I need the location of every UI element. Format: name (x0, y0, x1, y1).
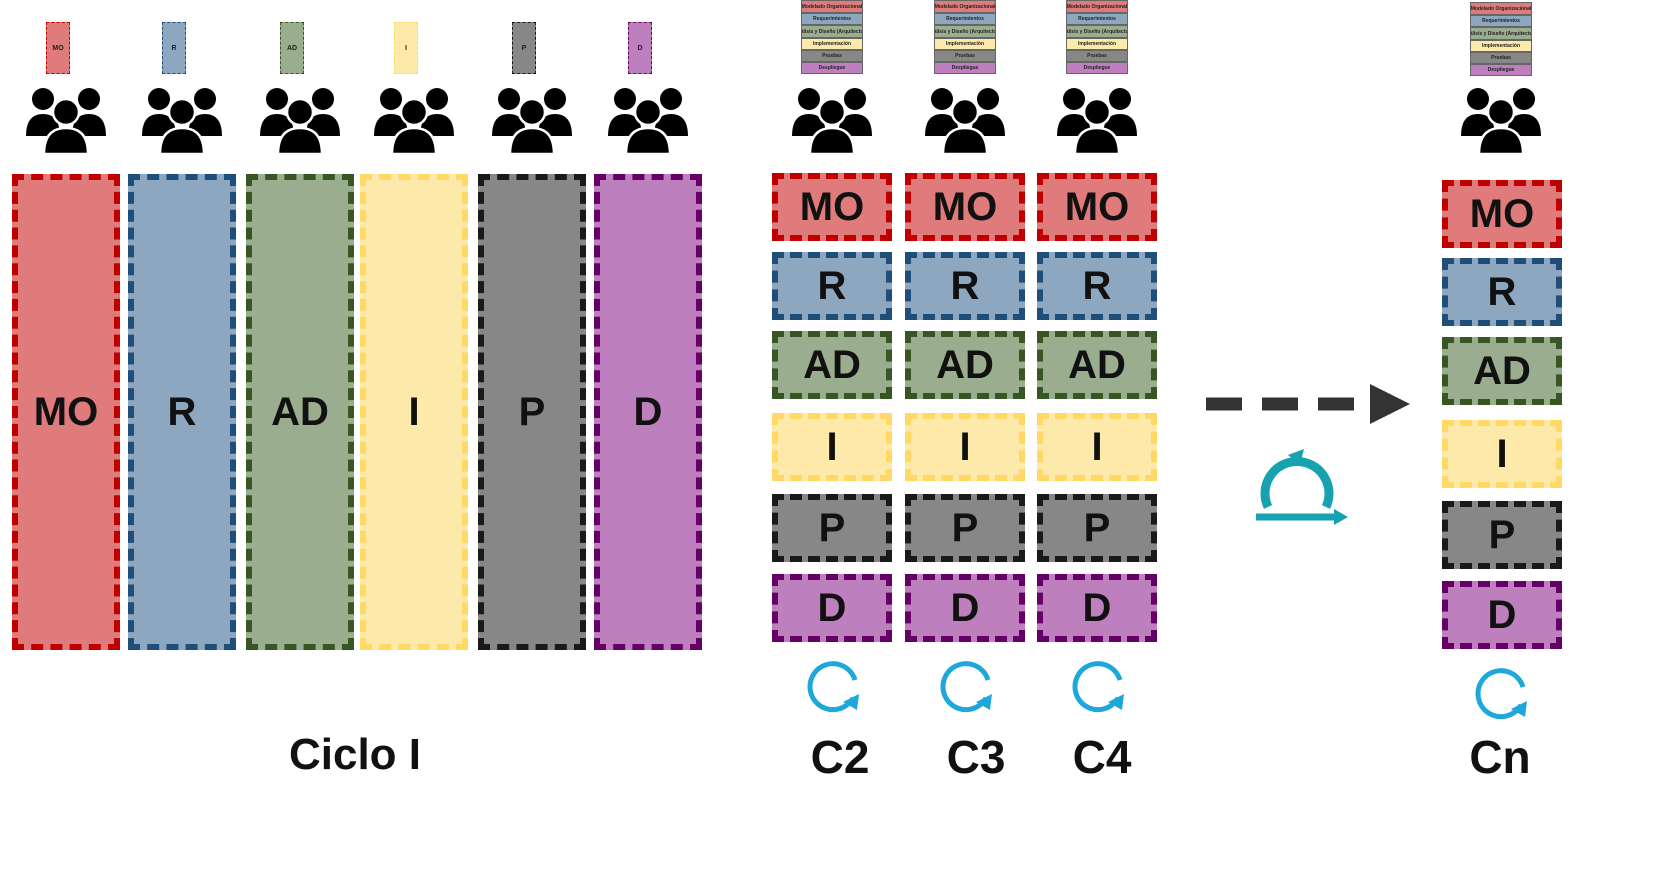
stack-row-ad: Análisis y Diseño (Arquitectura) (801, 25, 863, 38)
stack-row-mo: Modelado Organizacional (1066, 0, 1128, 13)
stack-row-r: Requerimientos (934, 13, 996, 25)
phase-box-c3-mo: MO (905, 173, 1025, 241)
team-icon-mo (26, 84, 106, 154)
stack-row-d: Despliegue (934, 62, 996, 74)
phase-box-c3-ad: AD (905, 331, 1025, 399)
team-icon-d (608, 84, 688, 154)
cycle-cn-label: Cn (1469, 731, 1531, 783)
cycle-c3-label: C3 (946, 731, 1006, 783)
stack-row-ad: Análisis y Diseño (Arquitectura) (1066, 25, 1128, 38)
phase-box-cn-r: R (1442, 258, 1562, 326)
phase-box-c2-r: R (772, 252, 892, 320)
team-icon-i (374, 84, 454, 154)
stack-row-i: Implementación (1470, 40, 1532, 52)
phase-box-cn-i: I (1442, 420, 1562, 488)
stack-row-ad: Análisis y Diseño (Arquitectura) (1470, 27, 1532, 40)
stack-row-mo: Modelado Organizacional (934, 0, 996, 13)
phase-column-ad: AD (246, 174, 354, 650)
phase-column-mo: MO (12, 174, 120, 650)
stack-row-i: Implementación (1066, 38, 1128, 50)
stack-row-d: Despliegue (801, 62, 863, 74)
cycle-c4-label: C4 (1072, 731, 1132, 783)
cycle-icon-cn (1473, 665, 1533, 725)
stack-row-p: Pruebas (1470, 52, 1532, 64)
agile-loop-icon (1256, 449, 1348, 525)
stack-row-p: Pruebas (1066, 50, 1128, 62)
mini-phase-tag-ad: AD (280, 22, 304, 74)
stack-row-r: Requerimientos (801, 13, 863, 25)
phase-box-c4-mo: MO (1037, 173, 1157, 241)
stack-row-ad: Análisis y Diseño (Arquitectura) (934, 25, 996, 38)
stack-row-d: Despliegue (1470, 64, 1532, 76)
phase-box-c4-i: I (1037, 413, 1157, 481)
phase-box-c2-mo: MO (772, 173, 892, 241)
stack-row-r: Requerimientos (1470, 15, 1532, 27)
cycle-icon-c4 (1070, 658, 1130, 718)
team-icon-ad (260, 84, 340, 154)
phase-box-c4-r: R (1037, 252, 1157, 320)
stack-row-p: Pruebas (801, 50, 863, 62)
phase-column-p: P (478, 174, 586, 650)
phase-box-c3-p: P (905, 494, 1025, 562)
phase-box-c2-ad: AD (772, 331, 892, 399)
mini-phase-tag-mo: MO (46, 22, 70, 74)
stack-row-d: Despliegue (1066, 62, 1128, 74)
phase-box-c4-d: D (1037, 574, 1157, 642)
phase-column-r: R (128, 174, 236, 650)
phase-box-c2-p: P (772, 494, 892, 562)
phase-box-cn-ad: AD (1442, 337, 1562, 405)
mini-phase-tag-r: R (162, 22, 186, 74)
phase-stack-cn: Modelado OrganizacionalRequerimientosAná… (1470, 2, 1532, 76)
phase-stack-c3: Modelado OrganizacionalRequerimientosAná… (934, 0, 996, 74)
mini-phase-tag-i: I (394, 22, 418, 74)
stack-row-p: Pruebas (934, 50, 996, 62)
team-icon-p (492, 84, 572, 154)
phase-box-c2-d: D (772, 574, 892, 642)
phase-stack-c4: Modelado OrganizacionalRequerimientosAná… (1066, 0, 1128, 74)
phase-box-cn-mo: MO (1442, 180, 1562, 248)
stack-row-mo: Modelado Organizacional (1470, 2, 1532, 15)
ciclo-1-label: Ciclo I (288, 730, 422, 779)
stack-row-i: Implementación (934, 38, 996, 50)
team-icon-r (142, 84, 222, 154)
phase-box-c3-d: D (905, 574, 1025, 642)
team-icon-c4 (1057, 84, 1137, 154)
phase-box-c3-r: R (905, 252, 1025, 320)
cycle-icon-c2 (805, 658, 865, 718)
stack-row-mo: Modelado Organizacional (801, 0, 863, 13)
phase-box-c4-p: P (1037, 494, 1157, 562)
stack-row-i: Implementación (801, 38, 863, 50)
phase-stack-c2: Modelado OrganizacionalRequerimientosAná… (801, 0, 863, 74)
cycle-c2-label: C2 (810, 731, 870, 783)
mini-phase-tag-p: P (512, 22, 536, 74)
phase-column-d: D (594, 174, 702, 650)
phase-column-i: I (360, 174, 468, 650)
team-icon-c3 (925, 84, 1005, 154)
phase-box-c4-ad: AD (1037, 331, 1157, 399)
phase-box-c2-i: I (772, 413, 892, 481)
phase-box-cn-p: P (1442, 501, 1562, 569)
mini-phase-tag-d: D (628, 22, 652, 74)
team-icon-c2 (792, 84, 872, 154)
phase-box-c3-i: I (905, 413, 1025, 481)
stack-row-r: Requerimientos (1066, 13, 1128, 25)
phase-box-cn-d: D (1442, 581, 1562, 649)
cycle-icon-c3 (938, 658, 998, 718)
dashed-right-arrow-icon (1206, 384, 1410, 424)
team-icon-cn (1461, 84, 1541, 154)
